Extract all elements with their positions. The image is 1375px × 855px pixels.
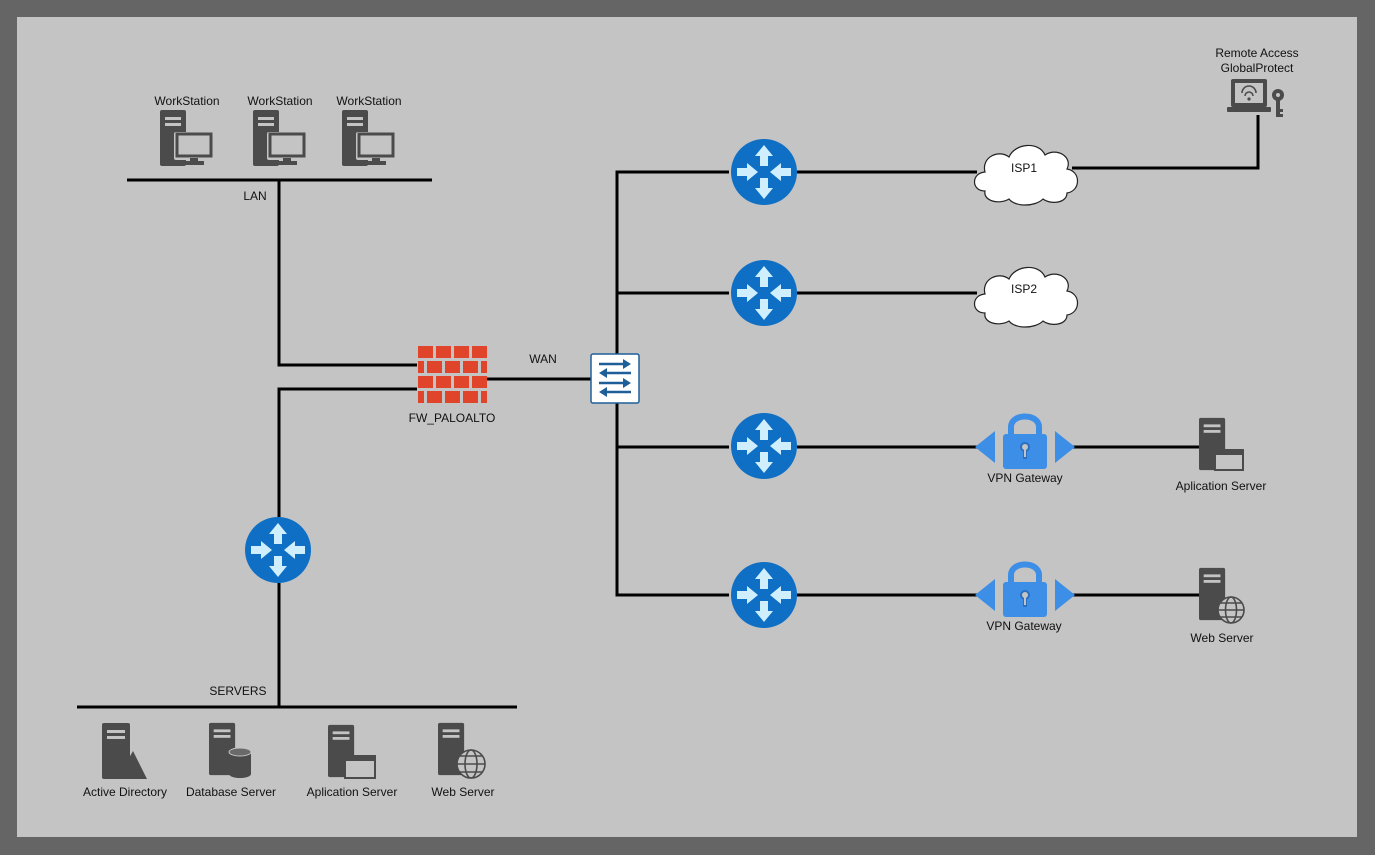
- vpn-gateway-1-label: VPN Gateway: [987, 471, 1062, 485]
- remote-web-server-label: Web Server: [1190, 631, 1253, 645]
- servers-router[interactable]: [245, 517, 311, 583]
- workstation-icon: [342, 110, 398, 166]
- remote-access[interactable]: Remote Access GlobalProtect: [1215, 46, 1299, 117]
- diagram-canvas: WorkStation WorkStation WorkStation LAN …: [17, 17, 1357, 837]
- router-icon: [731, 260, 797, 326]
- active-directory-label: Active Directory: [83, 785, 167, 799]
- workstation-2-label: WorkStation: [247, 94, 312, 108]
- isp2-cloud[interactable]: ISP2: [973, 266, 1079, 328]
- wan-router-4[interactable]: [731, 562, 797, 628]
- wan-label: WAN: [529, 352, 557, 366]
- switch-icon: [590, 353, 640, 404]
- switch[interactable]: [590, 353, 640, 404]
- router-icon: [245, 517, 311, 583]
- remote-access-label-line1: Remote Access: [1215, 46, 1298, 60]
- database-server-label: Database Server: [186, 785, 276, 799]
- directory-triangle-icon: [117, 751, 147, 779]
- workstation-icon: [160, 110, 216, 166]
- vpn-gateway-lock-icon: [975, 417, 1075, 470]
- isp2-label: ISP2: [1011, 282, 1037, 296]
- remote-web-server[interactable]: Web Server: [1190, 567, 1254, 645]
- workstation-icon: [253, 110, 309, 166]
- remote-app-server-label: Aplication Server: [1176, 479, 1267, 493]
- vpn-gateway-lock-icon: [975, 565, 1075, 618]
- router-icon: [731, 413, 797, 479]
- local-web-server[interactable]: Web Server: [431, 722, 495, 799]
- laptop-key-icon: [1227, 79, 1284, 117]
- database-server[interactable]: Database Server: [186, 722, 276, 799]
- vpn-gateway-2[interactable]: VPN Gateway: [975, 565, 1075, 634]
- isp1-label: ISP1: [1011, 161, 1037, 175]
- remote-application-server[interactable]: Aplication Server: [1176, 417, 1267, 493]
- globe-icon: [456, 749, 486, 779]
- cloud-icon: [973, 266, 1079, 328]
- local-app-server-label: Aplication Server: [307, 785, 398, 799]
- router-icon: [731, 562, 797, 628]
- cloud-icon: [973, 144, 1079, 206]
- firewall[interactable]: FW_PALOALTO: [409, 346, 496, 425]
- remote-access-label-line2: GlobalProtect: [1221, 61, 1294, 75]
- workstation-3[interactable]: WorkStation: [336, 94, 402, 166]
- network-diagram: WorkStation WorkStation WorkStation LAN …: [77, 46, 1299, 799]
- vpn-gateway-2-label: VPN Gateway: [986, 619, 1061, 633]
- wan-router-1[interactable]: [731, 139, 797, 205]
- database-icon: [228, 747, 252, 778]
- connection-lines: [77, 115, 1260, 709]
- active-directory-server[interactable]: Active Directory: [83, 723, 167, 799]
- local-web-server-label: Web Server: [431, 785, 494, 799]
- servers-label: SERVERS: [209, 684, 266, 698]
- workstation-1-label: WorkStation: [154, 94, 219, 108]
- workstation-2[interactable]: WorkStation: [247, 94, 313, 166]
- isp1-cloud[interactable]: ISP1: [973, 144, 1079, 206]
- router-icon: [731, 139, 797, 205]
- local-application-server[interactable]: Aplication Server: [307, 724, 398, 799]
- lan-label: LAN: [243, 189, 266, 203]
- workstation-1[interactable]: WorkStation: [154, 94, 220, 166]
- vpn-gateway-1[interactable]: VPN Gateway: [975, 417, 1075, 486]
- firewall-icon: [418, 346, 487, 403]
- firewall-label: FW_PALOALTO: [409, 411, 496, 425]
- app-window-icon: [1214, 449, 1244, 471]
- app-window-icon: [344, 755, 376, 779]
- workstation-3-label: WorkStation: [336, 94, 401, 108]
- globe-icon: [1217, 596, 1245, 624]
- wan-router-2[interactable]: [731, 260, 797, 326]
- wan-router-3[interactable]: [731, 413, 797, 479]
